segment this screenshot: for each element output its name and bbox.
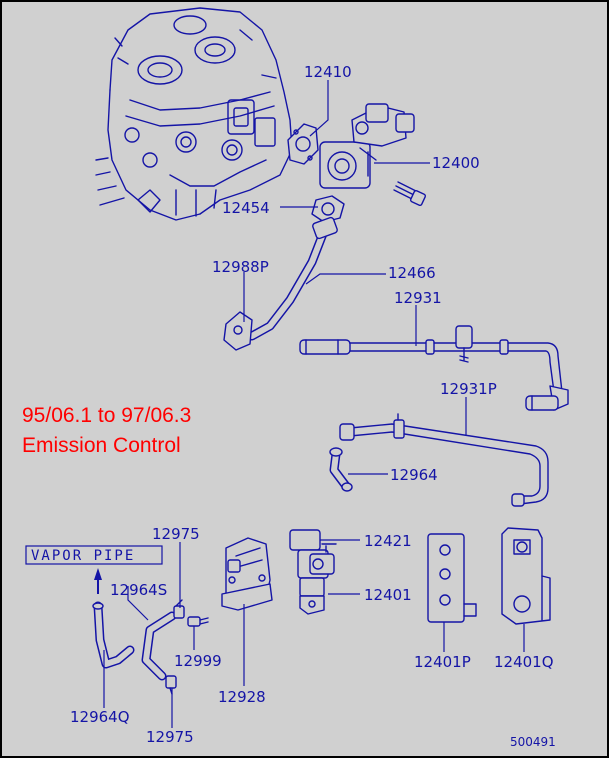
callout-12401p: 12401P (414, 653, 471, 671)
callout-12928: 12928 (218, 688, 266, 706)
callout-12401: 12401 (364, 586, 412, 604)
bracket-plate-12401p (427, 533, 477, 623)
callout-12964s: 12964S (110, 581, 167, 599)
callout-12400: 12400 (432, 154, 480, 172)
gasket-12410 (287, 123, 319, 165)
solenoid-valve-12401 (289, 529, 337, 615)
vapor-pipe-box (25, 545, 163, 594)
vacuum-pipe-12931p (339, 413, 549, 507)
callout-12401q: 12401Q (494, 653, 554, 671)
callout-12421: 12421 (364, 532, 412, 550)
diagram-reference-number: 500491 (510, 735, 556, 749)
canister-bracket-12928 (221, 537, 273, 611)
model-years-note: 95/06.1 to 97/06.3 (22, 404, 191, 427)
callout-12975-lower: 12975 (146, 728, 194, 746)
callout-12454: 12454 (222, 199, 270, 217)
callout-12964: 12964 (390, 466, 438, 484)
vacuum-hose-12964 (329, 447, 353, 492)
hose-clip-12975-upper (173, 599, 185, 619)
leader-lines (103, 80, 525, 728)
egr-pipe-12466 (223, 216, 338, 351)
vacuum-hose-12931 (299, 325, 569, 411)
callout-12410: 12410 (304, 63, 352, 81)
callout-12964q: 12964Q (70, 708, 130, 726)
callout-12988p: 12988P (212, 258, 269, 276)
hose-clip-12975-lower (165, 675, 177, 695)
vapor-hose-12964q (92, 601, 135, 669)
flange-gasket-12454 (311, 195, 345, 223)
emission-control-note: Emission Control (22, 434, 181, 457)
bolt-12400 (393, 181, 427, 207)
callout-12975-upper: 12975 (152, 525, 200, 543)
vapor-pipe-label: VAPOR PIPE (31, 548, 135, 564)
vapor-hose-12964s (141, 611, 177, 681)
callout-12466: 12466 (388, 264, 436, 282)
egr-valve-12400 (319, 103, 415, 189)
engine-block-drawing (95, 7, 293, 221)
callout-12999: 12999 (174, 652, 222, 670)
screw-12999 (187, 616, 209, 627)
bracket-12401q (501, 527, 551, 625)
callout-12931p: 12931P (440, 380, 497, 398)
callout-12931: 12931 (394, 289, 442, 307)
